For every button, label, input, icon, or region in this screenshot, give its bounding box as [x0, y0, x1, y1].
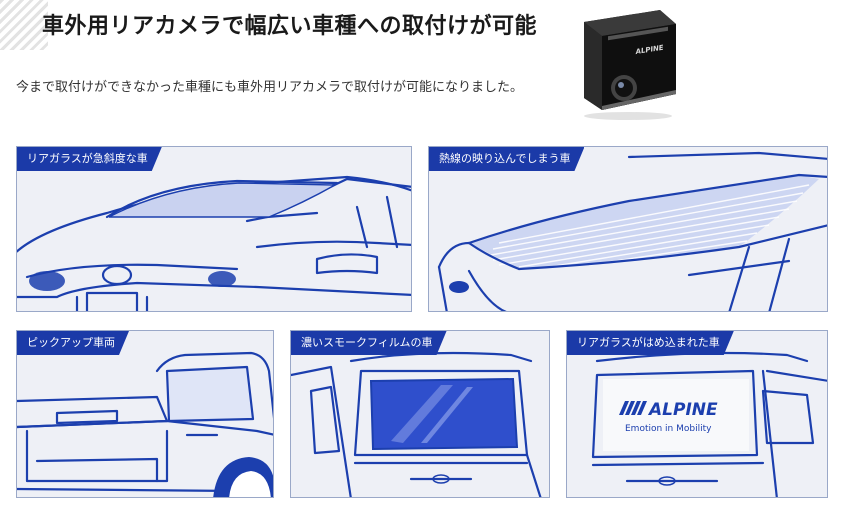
car-illustration-smoke-film — [291, 351, 542, 497]
panel-steep-rear-glass: リアガラスが急斜度な車 — [16, 146, 412, 312]
page-subtitle: 今まで取付けができなかった車種にも車外用リアカメラで取付けが可能になりました。 — [16, 80, 524, 95]
car-illustration-fixed-glass: ALPINE Emotion in Mobility — [591, 351, 827, 497]
panel-fixed-rear-glass: ALPINE Emotion in Mobility リアガラスがはめ込まれた車 — [566, 330, 828, 498]
panel-label: リアガラスがはめ込まれた車 — [567, 331, 734, 355]
car-illustration-steep-glass — [17, 175, 411, 311]
panel-pickup-truck: ピックアップ車両 — [16, 330, 274, 498]
car-illustration-heating-wire — [437, 151, 827, 311]
panel-heating-wire: 熱線の映り込んでしまう車 — [428, 146, 828, 312]
alpine-tagline: Emotion in Mobility — [625, 424, 712, 434]
car-illustration-pickup — [17, 351, 273, 497]
panel-label: 濃いスモークフィルムの車 — [291, 331, 447, 355]
rear-camera-image: ALPINE — [584, 10, 676, 120]
panel-label: ピックアップ車両 — [17, 331, 129, 355]
panel-smoke-film: 濃いスモークフィルムの車 — [290, 330, 550, 498]
panel-label: 熱線の映り込んでしまう車 — [429, 147, 584, 171]
panel-label: リアガラスが急斜度な車 — [17, 147, 162, 171]
decorative-stripes — [0, 0, 48, 50]
page-title: 車外用リアカメラで幅広い車種への取付けが可能 — [42, 14, 538, 39]
alpine-logo: ALPINE — [647, 400, 718, 420]
